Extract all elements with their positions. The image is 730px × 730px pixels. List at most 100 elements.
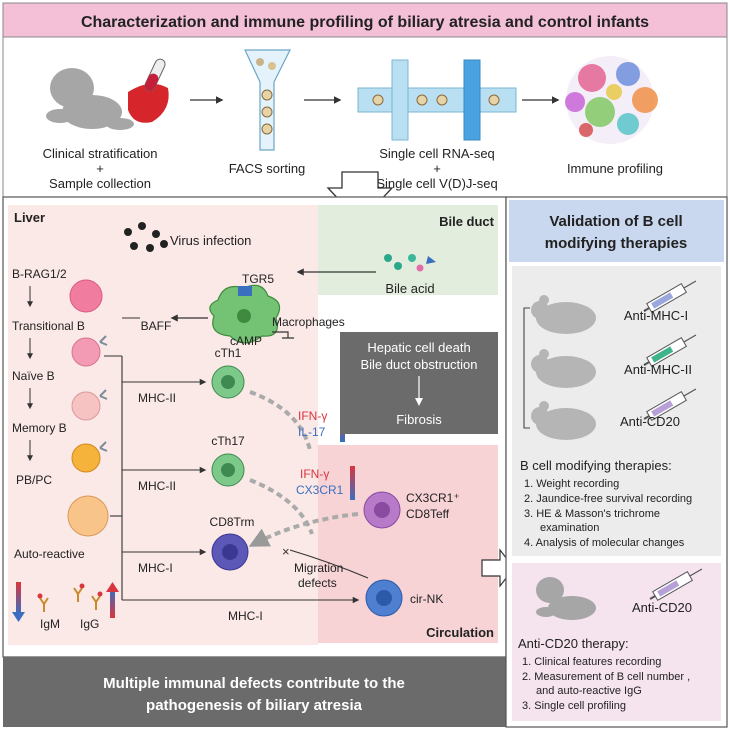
b-stage-label: Memory B	[12, 421, 67, 435]
bcr-receptor-icon	[99, 389, 108, 400]
macrophage-inhibit-line	[272, 331, 294, 339]
igg-label: IgG	[80, 617, 99, 631]
mouse-bracket	[523, 307, 530, 429]
transitional-b-cell	[71, 337, 101, 367]
infant-icon	[536, 577, 596, 620]
footer-line2: pathogenesis of biliary atresia	[146, 697, 363, 714]
migration-line2: defects	[298, 576, 337, 590]
ifn-gamma-label-1: IFN-γ	[298, 409, 327, 423]
antibody-icon	[39, 587, 101, 612]
igm-down-arrowhead	[12, 612, 25, 622]
facs-funnel-icon	[244, 49, 291, 151]
therapies-item: 2. Jaundice-free survival recording	[524, 493, 692, 505]
syringe-icon	[649, 568, 703, 602]
camp-label: cAMP	[230, 334, 262, 348]
auto-reactive-label: Auto-reactive	[14, 547, 85, 561]
cth17-label: cTh17	[211, 434, 245, 448]
igm-down-arrow	[16, 582, 21, 614]
baff-label: BAFF	[141, 319, 172, 333]
cytokine-flow	[249, 478, 314, 535]
therapies-item: 3. HE & Masson's trichrome	[524, 508, 660, 520]
validation-title-line2: modifying therapies	[545, 235, 688, 252]
igm-label: IgM	[40, 617, 60, 631]
bile-acid-label: Bile acid	[385, 281, 434, 296]
macrophages-label: Macrophages	[272, 315, 345, 329]
liver-region	[8, 205, 318, 645]
footer-band	[3, 657, 506, 727]
header-band	[2, 2, 728, 38]
header: Characterization and immune profiling of…	[2, 2, 728, 38]
anti-cd20-infant-label: Anti-CD20	[632, 600, 692, 615]
mouse-icon	[531, 295, 596, 334]
virus-infection-label: Virus infection	[170, 233, 251, 248]
liver-icon	[128, 83, 169, 123]
cell-nucleus	[374, 502, 390, 518]
anti-cd20-label: Anti-CD20	[620, 414, 680, 429]
hepatic-line2: Bile duct obstruction	[360, 357, 477, 372]
cytokine-updown-arrow	[350, 466, 355, 500]
cd8teff-label: CD8Teff	[406, 507, 450, 521]
circulation-label: Circulation	[426, 625, 494, 640]
cell-nucleus	[222, 544, 238, 560]
pipeline: Clinical stratification + Sample collect…	[2, 36, 728, 198]
step3-line1: Single cell RNA-seq	[379, 146, 495, 161]
microfluidic-chip-icon	[357, 59, 517, 141]
validation-title-band	[509, 200, 724, 262]
b-stage-label: B-RAG1/2	[12, 267, 67, 281]
cd20-item: 1. Clinical features recording	[522, 656, 661, 668]
umap-plot-icon	[565, 56, 658, 144]
memory-b-cell	[71, 443, 101, 473]
cx3cr1-plus-label: CX3CR1⁺	[406, 491, 460, 505]
cell-nucleus	[376, 590, 392, 606]
fibrosis-arrowhead	[415, 398, 423, 406]
footer-line1: Multiple immunal defects contribute to t…	[103, 675, 405, 692]
cir-nk-label: cir-NK	[410, 592, 443, 606]
antigen-icon	[97, 591, 103, 597]
igg-up-arrow	[110, 590, 115, 618]
cell-nucleus	[221, 375, 235, 389]
step3-line2: +	[433, 161, 441, 176]
footer: Multiple immunal defects contribute to t…	[3, 657, 506, 727]
cd20-item: 3. Single cell profiling	[522, 700, 626, 712]
tgr5-label: TGR5	[242, 272, 274, 286]
antigen-icon	[37, 593, 43, 599]
cd20-item: 2. Measurement of B cell number ,	[522, 671, 690, 683]
cell-nucleus	[221, 463, 235, 477]
b-stage-label: Naïve B	[12, 369, 55, 383]
header-title: Characterization and immune profiling of…	[81, 14, 649, 31]
igg-up-arrowhead	[106, 582, 119, 592]
fibrosis-label: Fibrosis	[396, 412, 442, 427]
blocked-mark: ×	[282, 544, 290, 559]
liver-label: Liver	[14, 210, 45, 225]
cx3cr1-flow	[248, 512, 359, 547]
hepatic-line1: Hepatic cell death	[367, 340, 470, 355]
syringe-icon	[643, 280, 697, 314]
therapies-heading: B cell modifying therapies:	[520, 458, 672, 473]
cx3cr1-label: CX3CR1	[296, 483, 344, 497]
test-tube-icon	[144, 58, 166, 92]
mhc-i-label-1: MHC-I	[138, 561, 173, 575]
bile-duct-label: Bile duct	[439, 214, 495, 229]
infant-icon	[46, 68, 134, 130]
bile-duct-region	[318, 205, 498, 295]
b-stage-label: PB/PC	[16, 473, 52, 487]
liver-panel: Liver Bile duct Circulation Virus infect…	[2, 196, 507, 658]
mouse-icon	[531, 401, 596, 440]
bile-acid-icon	[384, 254, 436, 272]
step1-line2: +	[96, 161, 104, 176]
b-cell-lineage: B-RAG1/2 Transitional B Naïve B Memory B…	[12, 267, 109, 537]
bcr-receptor-icon	[99, 441, 108, 452]
mhc-ii-label-2: MHC-II	[138, 479, 176, 493]
ifn-gamma-label-2: IFN-γ	[300, 467, 329, 481]
therapies-item: 4. Analysis of molecular changes	[524, 537, 685, 549]
step1-line3: Sample collection	[49, 176, 151, 191]
b-rag-cell	[69, 279, 103, 313]
bcr-receptor-icon	[99, 335, 108, 346]
cd20-heading: Anti-CD20 therapy:	[518, 636, 629, 651]
syringe-icon	[643, 334, 697, 368]
circulation-region	[318, 445, 498, 643]
step1-line1: Clinical stratification	[43, 146, 158, 161]
step3-line3: Single cell V(D)J-seq	[376, 176, 497, 191]
b-stage-label: Transitional B	[12, 319, 85, 333]
